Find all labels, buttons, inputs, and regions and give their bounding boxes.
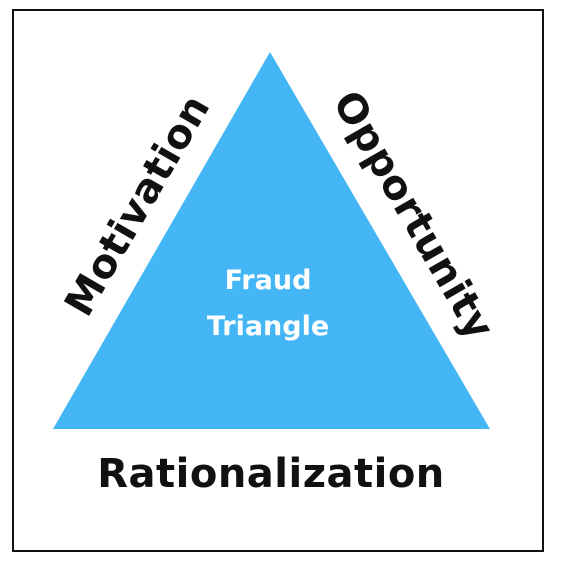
center-label-line2: Triangle [207, 311, 329, 342]
triangle-shape [53, 52, 490, 429]
rationalization-label: Rationalization [97, 451, 445, 497]
center-label-line1: Fraud [225, 265, 312, 296]
